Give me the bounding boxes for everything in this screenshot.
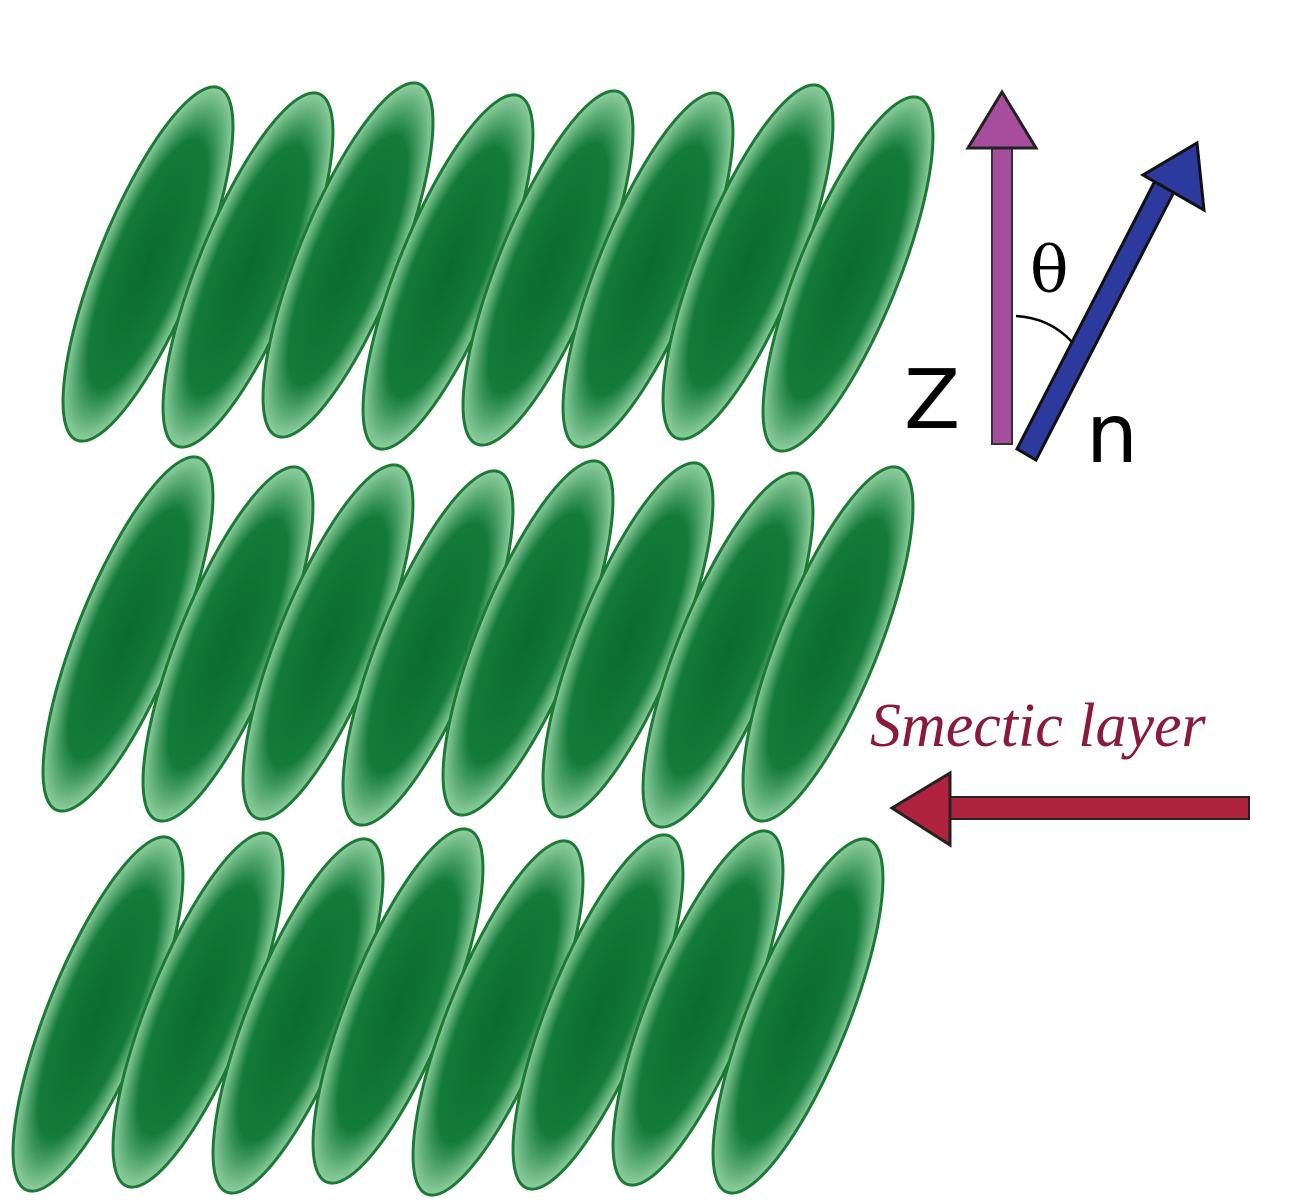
z-arrowhead — [965, 89, 1039, 150]
tilt-angle-arc — [1015, 314, 1073, 343]
smectic-layer-bottom — [11, 827, 885, 1197]
smectic-layer-middle — [41, 455, 915, 829]
liquid-crystal-molecule — [761, 95, 935, 453]
n-arrowhead — [1140, 140, 1206, 213]
liquid-crystal-molecule — [711, 837, 885, 1195]
tilt-angle-label: θ — [1030, 234, 1069, 308]
smectic-layer-top — [61, 81, 935, 453]
z-axis-label: Z — [904, 353, 960, 448]
z-axis-arrow — [965, 89, 1039, 445]
director-label: n — [1086, 387, 1138, 482]
liquid-crystal-molecule — [741, 465, 915, 823]
left-arrow-icon — [943, 796, 1250, 820]
layer-arrowhead — [889, 770, 952, 848]
director-arrow — [1015, 140, 1206, 463]
smectic-layer-caption: Smectic layer — [870, 692, 1207, 760]
layer-pointer-arrow — [889, 770, 1250, 848]
up-arrow-icon — [991, 145, 1013, 445]
